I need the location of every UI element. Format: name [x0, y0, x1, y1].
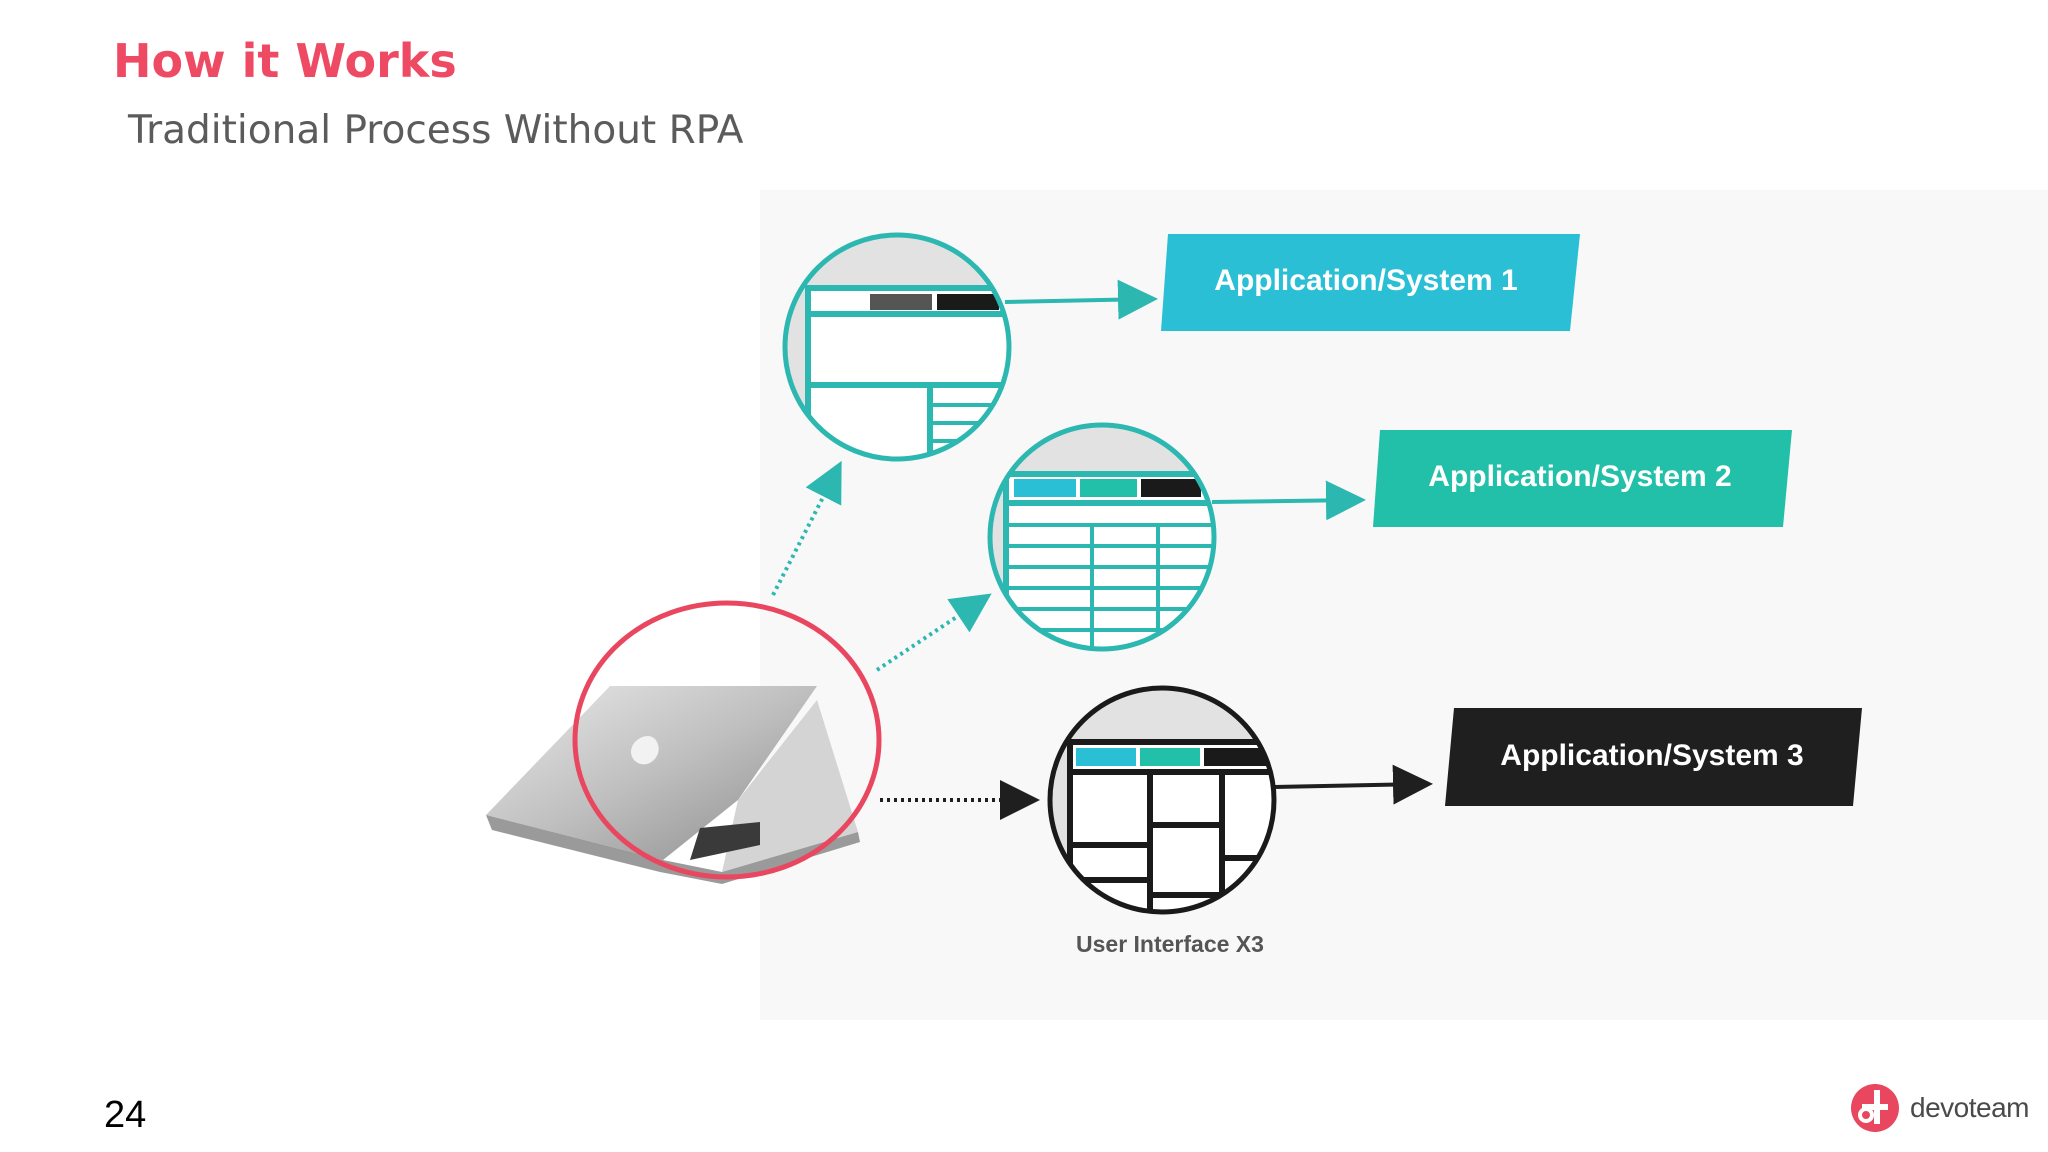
system-box-3: Application/System 3 — [1445, 708, 1862, 806]
devoteam-logo-text: devoteam — [1910, 1092, 2029, 1123]
arrow-to-system-2 — [1211, 480, 1366, 521]
laptop-illustration — [486, 686, 860, 884]
ui-caption: User Interface X3 — [1076, 931, 1264, 957]
system-box-1: Application/System 1 — [1161, 234, 1580, 331]
ui-window-icon-2 — [987, 422, 1217, 652]
dotted-arrow-to-ui-2 — [875, 593, 992, 672]
slide-title: How it Works — [113, 34, 457, 88]
laptop-highlight-ring — [572, 600, 882, 880]
arrow-to-system-1 — [1004, 279, 1158, 320]
slide-subtitle: Traditional Process Without RPA — [128, 108, 744, 153]
system-label-3: Application/System 3 — [1500, 739, 1803, 772]
ui-window-icon-3 — [1047, 685, 1277, 915]
system-box-2: Application/System 2 — [1373, 430, 1792, 527]
ui-window-icon-1 — [782, 232, 1012, 462]
arrow-to-system-3 — [1273, 764, 1433, 805]
system-label-1: Application/System 1 — [1214, 264, 1517, 297]
page-number: 24 — [104, 1094, 147, 1136]
system-label-2: Application/System 2 — [1428, 460, 1731, 493]
devoteam-logo-icon — [1851, 1084, 1899, 1132]
dotted-arrow-to-ui-1 — [771, 460, 842, 596]
